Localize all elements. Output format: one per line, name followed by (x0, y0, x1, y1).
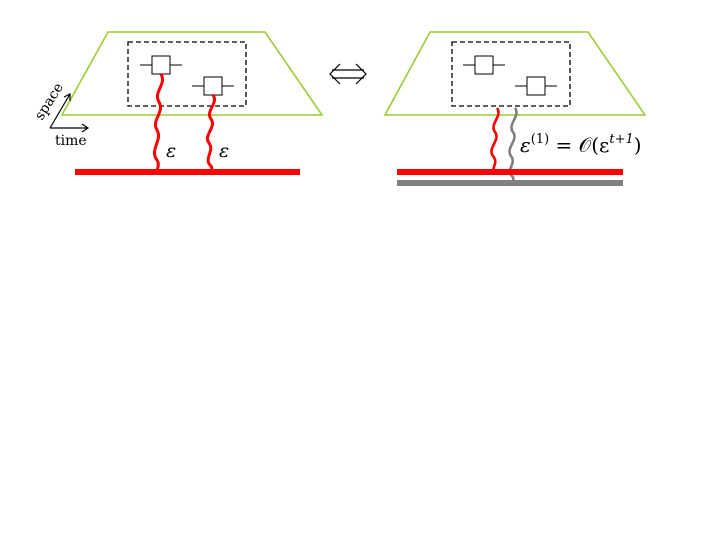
space-arrowhead-icon (63, 93, 71, 101)
right-wave-red (490, 107, 500, 173)
epsilon-order-equation: ε(1) = 𝒪(εt+1) (520, 132, 642, 157)
left-epsilon-label-1: ε (166, 140, 176, 162)
left-gate-2 (192, 76, 234, 96)
left-wave-1 (152, 73, 164, 173)
time-arrowhead-icon (81, 123, 90, 133)
right-panel: ε(1) = 𝒪(εt+1) (383, 31, 647, 186)
left-epsilon-label-2: ε (219, 140, 229, 162)
space-axis-label: space (32, 80, 67, 123)
left-wave-2 (206, 94, 216, 173)
time-axis-label: time (55, 133, 87, 149)
right-wave-gray (508, 107, 518, 185)
space-axis-arrow (49, 93, 71, 129)
left-trapezoid (60, 31, 324, 116)
right-trapezoid (383, 31, 647, 116)
left-panel: ε ε (60, 31, 324, 175)
left-gate-1 (140, 55, 182, 75)
left-dashed-box (127, 41, 247, 107)
right-gate-1 (463, 55, 505, 75)
right-gate-2 (515, 76, 557, 96)
equivalence-arrow-icon (329, 63, 367, 85)
right-dashed-box (451, 41, 571, 107)
